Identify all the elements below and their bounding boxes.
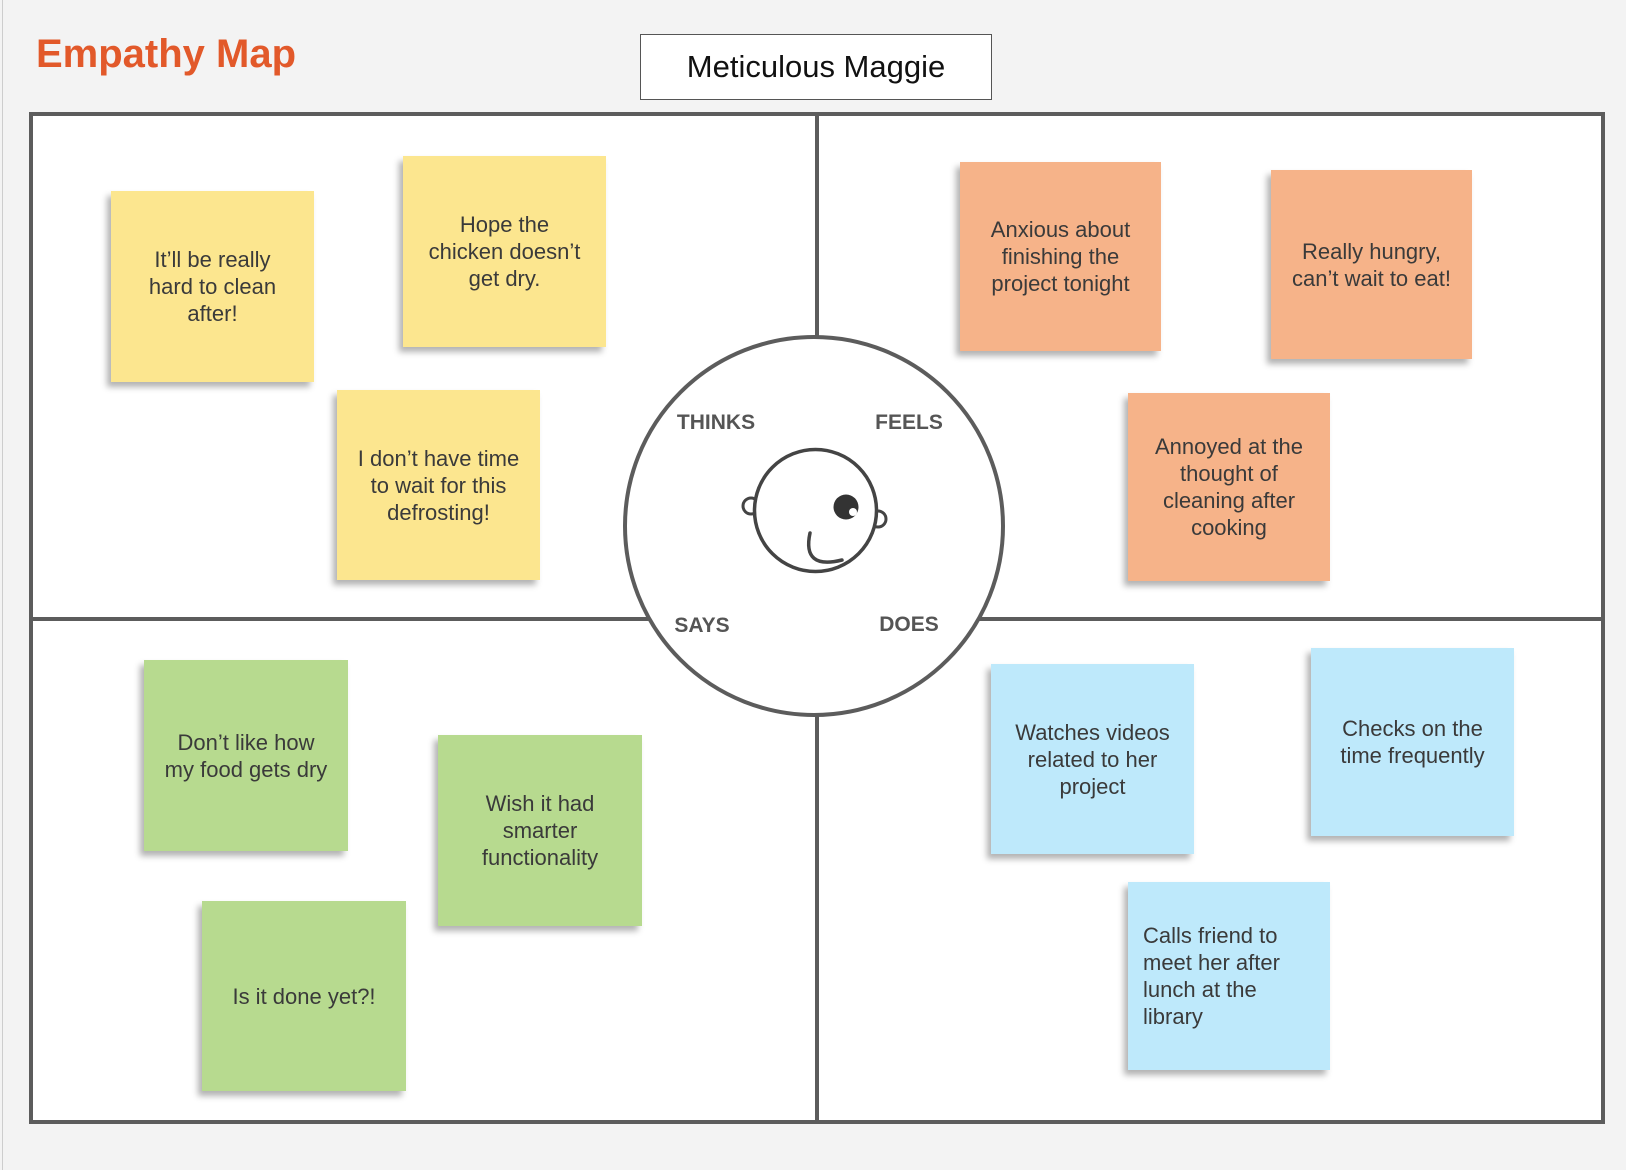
face-head [752,447,879,574]
quadrant-does: Watches videos related to her project Ch… [819,621,1601,1120]
sticky-note: It’ll be really hard to clean after! [111,191,314,382]
persona-name: Meticulous Maggie [686,49,946,84]
quadrant-feels: Anxious about finishing the project toni… [819,116,1601,617]
label-thinks: THINKS [676,411,756,434]
sticky-note-text: Checks on the time frequently [1340,716,1485,768]
sticky-note: Wish it had smarter functionality [438,735,642,926]
sticky-note-text: I don’t have time to wait for this defro… [357,445,520,525]
sticky-note: Is it done yet?! [202,901,406,1091]
label-does: DOES [879,613,939,636]
face-smile [807,531,844,564]
face-eye-highlight [849,508,857,516]
sticky-note: Anxious about finishing the project toni… [960,162,1161,351]
face-eye [833,494,859,520]
sticky-note-text: Calls friend to meet her after lunch at … [1143,923,1280,1029]
sticky-note-text: Annoyed at the thought of cleaning after… [1154,434,1303,540]
sticky-note: Don’t like how my food gets dry [144,660,348,851]
sticky-note: Watches videos related to her project [991,664,1194,854]
sticky-note-text: Don’t like how my food gets dry [164,729,328,782]
sticky-note-text: Is it done yet?! [232,983,376,1009]
sticky-note-text: Anxious about finishing the project toni… [990,217,1131,296]
sticky-note: Hope the chicken doesn’t get dry. [403,156,606,347]
sticky-note-text: Wish it had smarter functionality [481,791,599,870]
page-edge [2,0,3,1170]
sticky-note-text: Really hungry, can’t wait to eat! [1292,238,1451,291]
sticky-note: Calls friend to meet her after lunch at … [1128,882,1330,1070]
face-icon [741,447,888,574]
quadrant-thinks: It’ll be really hard to clean after! Hop… [33,116,815,617]
sticky-note: Checks on the time frequently [1311,648,1514,836]
sticky-note: Really hungry, can’t wait to eat! [1271,170,1472,359]
label-feels: FEELS [875,411,943,434]
quadrant-says: Don’t like how my food gets dry Wish it … [33,621,815,1120]
sticky-note: I don’t have time to wait for this defro… [337,390,540,580]
sticky-note-text: It’ll be really hard to clean after! [148,247,277,326]
sticky-note: Annoyed at the thought of cleaning after… [1128,393,1330,581]
sticky-note-text: Hope the chicken doesn’t get dry. [428,212,581,291]
label-says: SAYS [674,614,730,637]
persona-box: Meticulous Maggie [640,34,992,100]
page-title: Empathy Map [36,32,297,76]
sticky-note-text: Watches videos related to her project [1015,719,1170,799]
